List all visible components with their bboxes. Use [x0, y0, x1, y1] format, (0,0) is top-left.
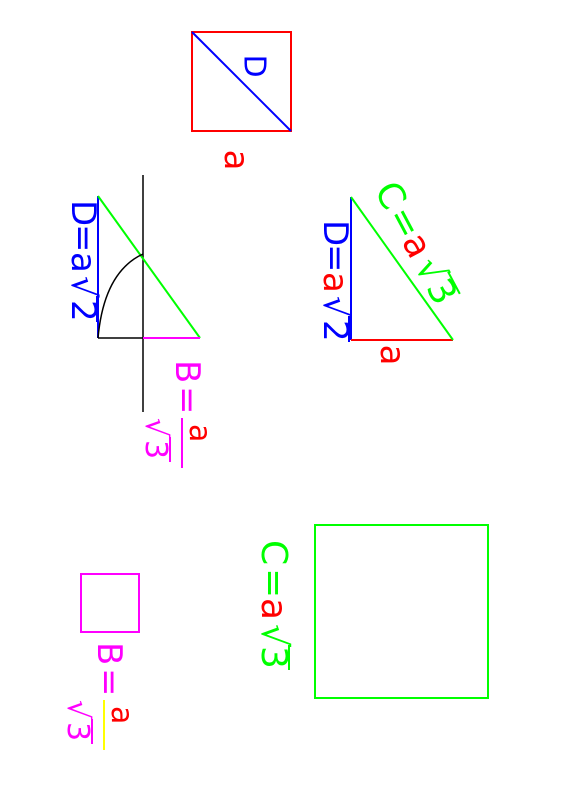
diagonal-label-d: D	[237, 54, 272, 77]
quarter-arc	[97, 253, 144, 339]
square-diagonal	[191, 31, 292, 132]
triangle-green-hypotenuse	[350, 196, 454, 341]
label-c-equals-a-root3: C = a √ 3	[366, 175, 465, 312]
label-two: 2	[315, 320, 355, 342]
label-three: 3	[253, 646, 294, 669]
label-eq: =	[63, 224, 103, 253]
sqrt-sign: √	[138, 418, 173, 438]
label-c: C	[253, 540, 294, 565]
label-c-equals-a-root3: C = a √ 3	[253, 540, 294, 670]
green-square	[314, 524, 489, 699]
sqrt-sign: √	[63, 276, 103, 298]
square-side-label-a: a	[216, 150, 256, 171]
magenta-square	[80, 573, 140, 633]
label-a: a	[253, 598, 294, 620]
magenta-square-group: B = a √ 3	[60, 573, 140, 750]
label-a: a	[315, 272, 355, 293]
label-b-equals-a-over-root3: B = a √ 3	[138, 360, 217, 468]
label-b-equals-a-over-root3: B = a √ 3	[60, 642, 139, 750]
label-eq: =	[167, 386, 207, 415]
right-triangle: D = a √ 2 C = a √ 3 a	[315, 175, 465, 365]
label-d-equals-a-root2: D = a √ 2	[63, 200, 103, 322]
label-eq: =	[253, 568, 294, 598]
label-a: a	[63, 252, 103, 273]
label-eq: =	[89, 668, 129, 697]
label-two: 2	[63, 300, 103, 322]
green-square-group: C = a √ 3	[253, 524, 489, 699]
sqrt-sign: √	[60, 700, 95, 720]
triangle-with-arc: D = a √ 2 B = a √ 3	[63, 175, 217, 468]
label-d: D	[315, 220, 355, 246]
leg-label-a: a	[372, 345, 412, 366]
label-eq: =	[315, 244, 355, 273]
label-three: 3	[60, 722, 95, 741]
red-square	[191, 31, 292, 132]
label-b: B	[89, 642, 129, 665]
sqrt-bar	[447, 271, 461, 295]
sqrt-sign: √	[253, 624, 294, 647]
square-with-diagonal: D a	[191, 31, 292, 171]
label-d: D	[63, 200, 103, 226]
label-b: B	[167, 360, 207, 383]
sqrt-sign: √	[315, 296, 355, 318]
fraction-numerator-a: a	[182, 424, 217, 442]
fraction-numerator-a: a	[104, 706, 139, 724]
triangle-green-hypotenuse	[97, 195, 201, 339]
label-three: 3	[138, 440, 173, 459]
label-d-equals-a-root2: D = a √ 2	[315, 220, 355, 342]
